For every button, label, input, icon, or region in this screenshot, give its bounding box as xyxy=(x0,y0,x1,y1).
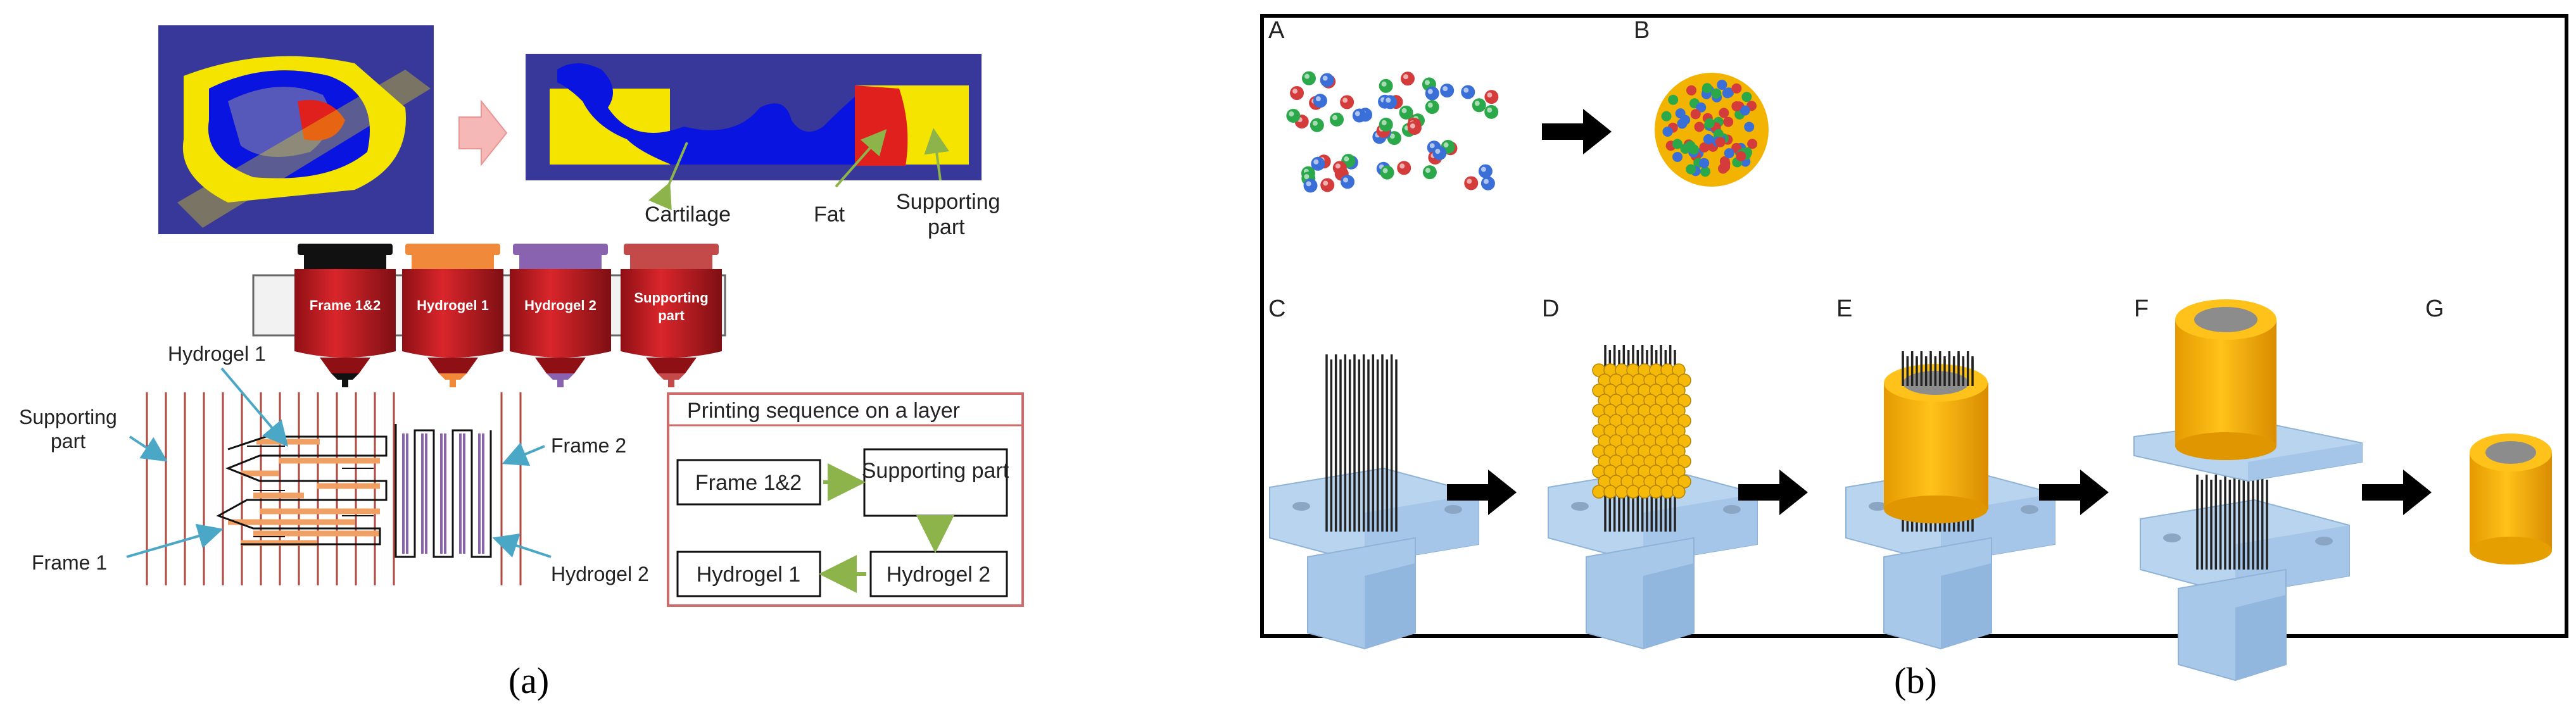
seq-step-1 xyxy=(676,459,821,506)
cartridge-label: Hydrogel 1 xyxy=(417,297,489,313)
label-G: G xyxy=(2425,296,2444,322)
ear-model-3d xyxy=(158,25,434,234)
slice-2d xyxy=(526,54,982,180)
hydrogel1-label: Hydrogel 1 xyxy=(168,342,266,365)
cartilage-label: Cartilage xyxy=(645,203,731,227)
frame1-outline xyxy=(216,435,388,546)
label-A: A xyxy=(1268,17,1285,44)
spheroid-column xyxy=(1592,363,1691,499)
cell-suspension xyxy=(1286,71,1499,193)
label-F: F xyxy=(2134,296,2149,322)
transition-arrow xyxy=(458,99,508,166)
arrow-e-f xyxy=(2039,470,2109,515)
arrow-a-b xyxy=(1542,109,1612,154)
printer-cartridges: Frame 1&2 Hydrogel 1 Hydrogel 2 Supporting p… xyxy=(252,244,726,387)
seq-step-4-label: Hydrogel 1 xyxy=(697,563,800,587)
cartridge-2: Hydrogel 1 xyxy=(402,244,503,387)
stage-d xyxy=(1548,345,1758,650)
hydrogel2-label: Hydrogel 2 xyxy=(551,563,649,585)
printing-sequence-box: Printing sequence on a layer Frame 1&2 S… xyxy=(667,392,1024,607)
arrow-d-e xyxy=(1738,470,1808,515)
supporting-part-label-1: Supporting xyxy=(896,190,1000,214)
supporting-part-label-2: part xyxy=(928,215,965,239)
printing-pattern: Hydrogel 1 Supporting part Frame 1 Frame… xyxy=(19,342,649,585)
seq-step-3 xyxy=(869,551,1008,597)
seq-step-1-label: Frame 1&2 xyxy=(695,471,802,495)
supporting-left-label-2: part xyxy=(51,430,85,452)
cartridge-label: Frame 1&2 xyxy=(310,297,381,313)
final-tube xyxy=(2470,433,2552,564)
slice-labels: Cartilage Fat Supporting part xyxy=(645,128,1000,239)
cartridge-3: Hydrogel 2 xyxy=(510,244,611,387)
label-E: E xyxy=(1836,296,1852,322)
arrow-c-d xyxy=(1447,470,1517,515)
frame1-pointer xyxy=(126,523,224,558)
cartridge-label: Hydrogel 2 xyxy=(524,297,597,313)
fat-label: Fat xyxy=(814,203,845,227)
frame2-pointer xyxy=(502,442,545,466)
cartridge-1: Frame 1&2 xyxy=(294,244,396,387)
arrow-f-g xyxy=(2362,470,2432,515)
frame2-label: Frame 2 xyxy=(551,434,626,457)
seq-step-2-label: Supporting part xyxy=(862,459,1009,483)
frame1-label: Frame 1 xyxy=(32,551,107,574)
panel-b: A B C D E F G (b) xyxy=(1260,14,2568,701)
frame2-outline xyxy=(395,424,492,558)
sequence-title: Printing sequence on a layer xyxy=(687,399,960,423)
stage-f xyxy=(2133,299,2363,682)
label-D: D xyxy=(1542,296,1559,322)
hydrogel1-pointer xyxy=(220,367,289,447)
cartridge-label: part xyxy=(658,308,685,323)
cartilage-arrow xyxy=(648,142,688,211)
stage-e xyxy=(1845,351,2055,650)
cartridge-4: Supporting part xyxy=(621,244,722,387)
spheroid xyxy=(1655,73,1769,187)
label-C: C xyxy=(1268,296,1285,322)
fat-arrow xyxy=(835,129,887,188)
seq-step-4 xyxy=(676,551,821,597)
stage-c xyxy=(1269,354,1479,650)
seq-step-3-label: Hydrogel 2 xyxy=(887,563,990,587)
cartridge-label: Supporting xyxy=(634,290,708,306)
caption-a: (a) xyxy=(508,660,549,701)
hydrogel2-pointer xyxy=(492,533,552,558)
supporting-left-label-1: Supporting xyxy=(19,406,117,428)
supporting-arrow xyxy=(924,128,950,181)
supporting-left-pointer xyxy=(129,435,168,462)
label-B: B xyxy=(1634,17,1650,44)
caption-b: (b) xyxy=(1894,660,1937,701)
